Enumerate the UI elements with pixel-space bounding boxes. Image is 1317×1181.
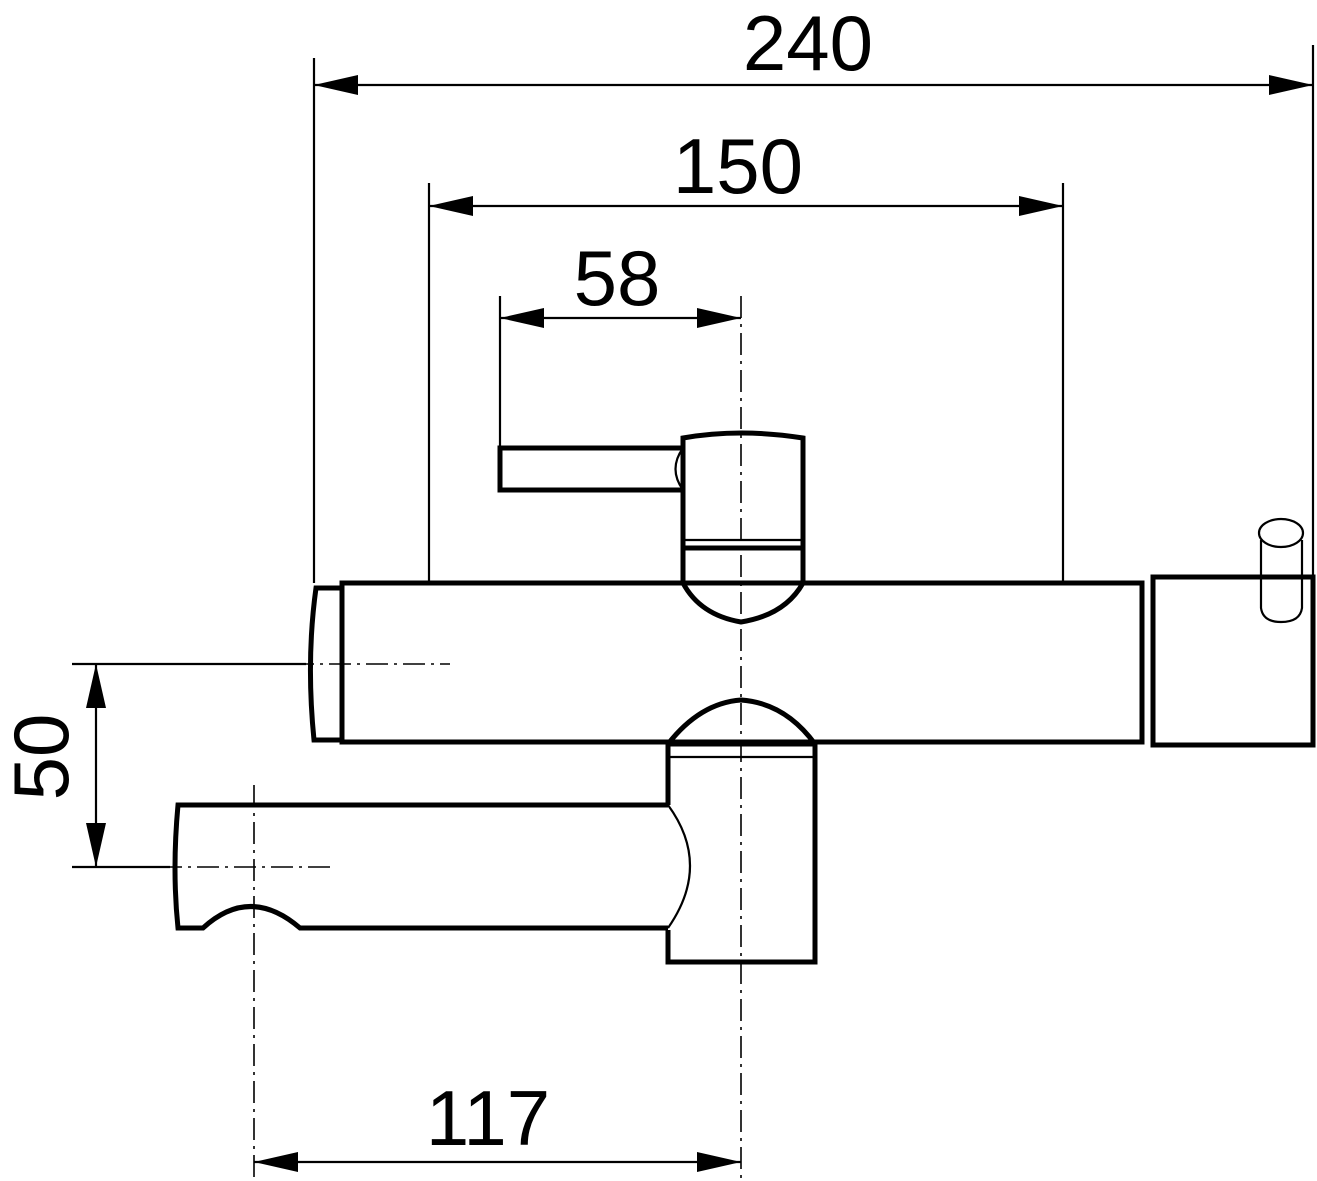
main-cylinder: [339, 580, 1145, 745]
center-lines: [160, 296, 742, 1180]
lever-arm: [497, 445, 683, 493]
dimension-117: 117: [254, 1074, 741, 1172]
spout-housing: [665, 741, 818, 965]
cartridge-housing: [680, 430, 806, 551]
temperature-knob: [1259, 540, 1304, 624]
dimension-150: 150: [427, 122, 1065, 583]
right-end-cap: [1150, 574, 1316, 748]
dimension-58: 58: [498, 234, 741, 448]
dimension-50-label: 50: [0, 714, 85, 801]
dimension-117-label: 117: [426, 1074, 550, 1162]
lever-handle: [497, 430, 806, 625]
dimension-58-label: 58: [574, 234, 661, 322]
spout-assembly: [172, 697, 818, 965]
spout-arm: [172, 802, 668, 931]
dimension-50: 50: [0, 662, 306, 869]
spout-dome: [666, 697, 818, 746]
dimension-240: 240: [312, 0, 1315, 583]
dimension-240-label: 240: [743, 0, 873, 87]
left-end-cap: [307, 585, 342, 743]
dimension-150-label: 150: [673, 122, 803, 210]
mixer-body: [307, 517, 1316, 748]
